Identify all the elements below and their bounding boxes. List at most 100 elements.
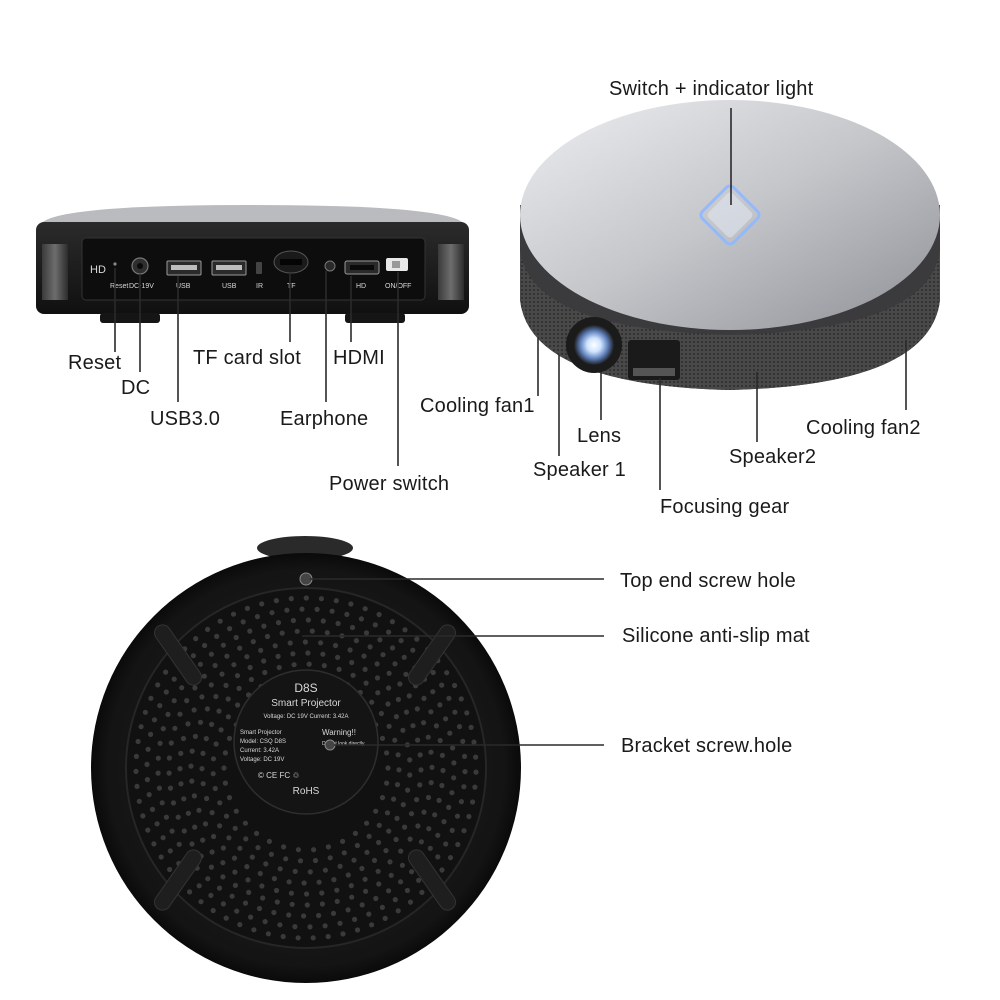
vent-hole — [304, 891, 310, 897]
vent-hole — [391, 796, 397, 802]
vent-hole — [171, 676, 177, 682]
vent-hole — [466, 813, 472, 820]
vent-hole — [449, 827, 455, 834]
vent-hole — [181, 796, 187, 802]
vent-hole — [418, 839, 424, 845]
vent-hole — [159, 800, 165, 806]
vent-hole — [231, 662, 237, 668]
vent-hole — [386, 685, 392, 691]
vent-holes — [133, 595, 479, 941]
vent-hole — [275, 620, 282, 626]
vent-hole — [208, 892, 214, 899]
vent-hole — [210, 756, 217, 762]
vent-hole — [158, 854, 164, 860]
vent-hole — [402, 627, 408, 633]
vent-hole — [160, 835, 166, 841]
vent-hole — [428, 709, 434, 715]
vent-hole — [307, 924, 313, 930]
callout-usb: USB3.0 — [150, 408, 221, 430]
vent-hole — [334, 887, 340, 893]
vent-hole — [403, 709, 410, 715]
vent-hole — [204, 795, 210, 802]
vent-hole — [244, 864, 250, 870]
vent-hole — [456, 724, 463, 730]
vent-hole — [142, 709, 148, 715]
vent-hole — [329, 608, 335, 614]
vent-hole — [274, 899, 280, 905]
vent-hole — [333, 598, 339, 604]
vent-hole — [426, 826, 432, 832]
vent-hole — [396, 767, 402, 773]
vent-hole — [435, 854, 441, 860]
vent-hole — [268, 851, 274, 857]
vent-hole — [471, 739, 477, 745]
vent-hole — [220, 860, 226, 866]
vent-hole — [444, 670, 450, 676]
vent-hole — [168, 740, 174, 746]
vent-hole — [210, 907, 216, 914]
front-device — [520, 100, 940, 390]
vent-hole — [352, 916, 358, 923]
vent-hole — [223, 915, 229, 921]
vent-hole — [462, 769, 468, 775]
vent-hole — [450, 745, 456, 751]
vent-hole — [212, 662, 218, 669]
vent-hole — [382, 915, 388, 922]
vent-hole — [151, 841, 157, 847]
vent-hole — [188, 763, 194, 769]
vent-hole — [421, 720, 427, 726]
vent-hole — [140, 813, 146, 819]
mark-hdmi: HD — [356, 283, 366, 290]
vent-hole — [284, 607, 290, 613]
vent-hole — [318, 596, 324, 602]
vent-hole — [237, 922, 243, 928]
vent-hole — [157, 740, 163, 746]
vent-hole — [290, 617, 296, 624]
vent-hole — [363, 630, 370, 636]
vent-hole — [266, 838, 272, 845]
vent-hole — [258, 647, 264, 654]
indicator-switch — [699, 184, 761, 246]
vent-hole — [393, 714, 399, 720]
mark-usb2: USB — [222, 283, 237, 290]
vent-hole — [430, 689, 436, 695]
vent-hole — [287, 640, 293, 646]
vent-hole — [212, 785, 218, 792]
vent-hole — [305, 650, 311, 656]
vent-hole — [223, 813, 230, 819]
vent-hole — [226, 735, 233, 742]
vent-hole — [254, 830, 260, 837]
vent-hole — [349, 659, 355, 666]
vent-hole — [190, 653, 196, 659]
vent-hole — [155, 682, 161, 688]
vent-hole — [217, 823, 223, 829]
vent-hole — [395, 696, 401, 703]
vent-hole — [406, 693, 412, 699]
vent-hole — [233, 634, 239, 641]
vent-hole — [376, 839, 382, 846]
vent-hole — [201, 673, 207, 679]
vent-hole — [259, 601, 265, 607]
vent-hole — [378, 710, 384, 717]
vent-hole — [437, 702, 443, 708]
callout-bracket-screw: Bracket screw.hole — [621, 735, 793, 757]
vent-hole — [400, 727, 406, 733]
vent-hole — [203, 736, 209, 742]
callout-lens: Lens — [577, 425, 622, 447]
vent-hole — [265, 931, 271, 937]
vent-hole — [234, 908, 240, 914]
vent-hole — [410, 647, 416, 653]
vent-hole — [449, 790, 455, 796]
vent-hole — [439, 682, 445, 688]
vent-hole — [408, 811, 415, 817]
sticker-model: D8S — [294, 681, 317, 695]
vent-hole — [227, 626, 233, 632]
vent-hole — [407, 757, 413, 763]
vent-hole — [375, 868, 381, 874]
vent-hole — [199, 694, 205, 700]
vent-hole — [181, 828, 187, 834]
vent-hole — [263, 861, 269, 867]
vent-hole — [184, 698, 190, 704]
bottom-leader-lines — [302, 578, 604, 746]
back-device-top-lip — [40, 205, 465, 225]
